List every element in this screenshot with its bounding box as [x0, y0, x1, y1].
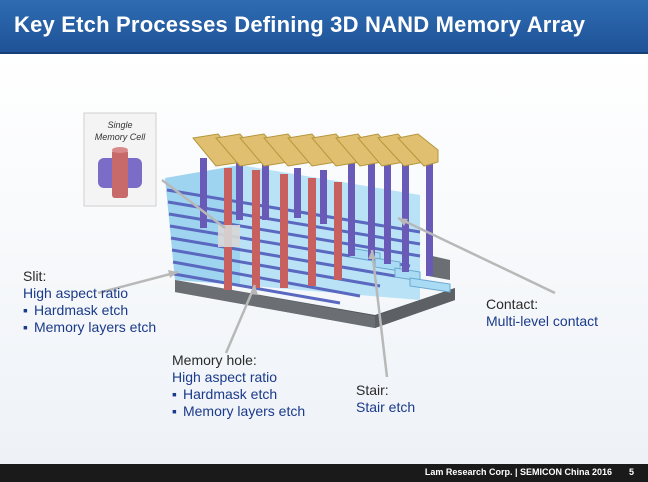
- memory-hole-subtitle: High aspect ratio: [172, 369, 278, 385]
- memory-hole-callout: Memory hole: High aspect ratio Hardmask …: [172, 352, 305, 420]
- stair-subtitle: Stair etch: [356, 399, 416, 415]
- contact-callout: Contact: Multi-level contact: [486, 296, 598, 330]
- slit-heading: Slit:: [23, 268, 47, 284]
- single-memory-cell-inset: Single Memory Cell: [83, 112, 157, 207]
- page-number: 5: [628, 467, 634, 477]
- memory-hole-heading: Memory hole:: [172, 352, 257, 368]
- contact-subtitle: Multi-level contact: [486, 313, 599, 329]
- title-bar: Key Etch Processes Defining 3D NAND Memo…: [0, 0, 648, 54]
- stair-callout: Stair: Stair etch: [356, 382, 415, 416]
- slit-callout: Slit: High aspect ratio Hardmask etch Me…: [23, 268, 156, 336]
- inset-label-line1: Single: [107, 120, 132, 130]
- slit-item: Hardmask etch: [23, 302, 156, 319]
- callout-lines: [97, 179, 556, 378]
- footer-bar: Lam Research Corp. | SEMICON China 2016 …: [0, 464, 648, 482]
- inset-label-line2: Memory Cell: [95, 132, 147, 142]
- memory-hole-item: Memory layers etch: [172, 403, 305, 420]
- contact-pillars: [200, 158, 433, 276]
- bit-lines: [192, 133, 439, 167]
- contact-heading: Contact:: [486, 296, 539, 312]
- stair-heading: Stair:: [356, 382, 389, 398]
- cell-highlight: [218, 225, 240, 247]
- slit-subtitle: High aspect ratio: [23, 285, 129, 301]
- memory-hole-item: Hardmask etch: [172, 386, 305, 403]
- slit-item: Memory layers etch: [23, 319, 156, 336]
- footer-credit: Lam Research Corp. | SEMICON China 2016: [424, 467, 612, 477]
- slide-title: Key Etch Processes Defining 3D NAND Memo…: [14, 12, 586, 37]
- substrate: [175, 280, 455, 328]
